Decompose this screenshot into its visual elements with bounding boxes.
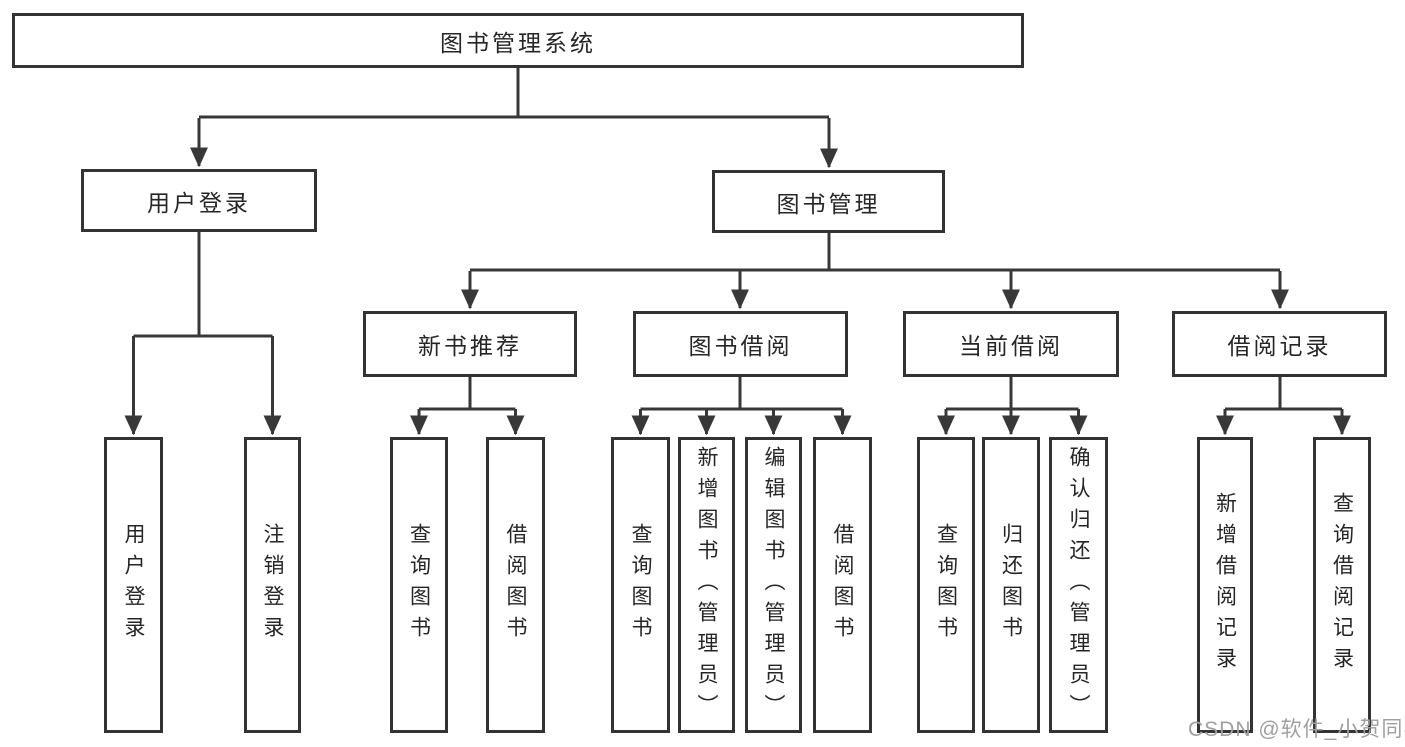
node-root-library-management-system: 图书管理系统 bbox=[12, 13, 1024, 68]
leaf-nbr-borrow-books-label: 借阅图书 bbox=[504, 523, 527, 647]
node-user-login-label: 用户登录 bbox=[147, 189, 251, 216]
node-current-borrowing: 当前借阅 bbox=[903, 311, 1119, 377]
node-book-borrowing: 图书借阅 bbox=[633, 311, 848, 377]
leaf-cb-query-books-label: 查询图书 bbox=[934, 523, 958, 647]
node-borrowing-records-label: 借阅记录 bbox=[1227, 333, 1332, 359]
leaf-bb-add-book-admin-label: 新增图书（管理员） bbox=[695, 445, 718, 725]
leaf-cb-confirm-return-admin-label: 确认归还（管理员） bbox=[1067, 445, 1090, 725]
leaf-br-add-borrow-record: 新增借阅记录 bbox=[1197, 437, 1253, 733]
leaf-user-login-label: 用户登录 bbox=[122, 523, 145, 647]
leaf-nbr-borrow-books: 借阅图书 bbox=[486, 437, 545, 733]
leaf-br-add-borrow-record-label: 新增借阅记录 bbox=[1213, 492, 1237, 678]
leaf-bb-add-book-admin: 新增图书（管理员） bbox=[678, 437, 735, 733]
node-root-label: 图书管理系统 bbox=[440, 29, 596, 56]
leaf-cb-return-books-label: 归还图书 bbox=[999, 523, 1023, 647]
leaf-bb-borrow-books-label: 借阅图书 bbox=[831, 523, 854, 647]
leaf-logout-label: 注销登录 bbox=[261, 523, 284, 647]
leaf-cb-query-books: 查询图书 bbox=[917, 437, 975, 733]
csdn-watermark: CSDN @软件_小贺同学 bbox=[1188, 718, 1405, 741]
leaf-bb-query-books-label: 查询图书 bbox=[629, 523, 652, 647]
node-new-book-recommend-label: 新书推荐 bbox=[418, 333, 522, 359]
node-book-management: 图书管理 bbox=[712, 170, 945, 233]
leaf-br-query-borrow-record-label: 查询借阅记录 bbox=[1330, 492, 1354, 678]
leaf-cb-confirm-return-admin: 确认归还（管理员） bbox=[1049, 437, 1108, 733]
leaf-nbr-query-books: 查询图书 bbox=[390, 437, 448, 733]
leaf-bb-edit-book-admin: 编辑图书（管理员） bbox=[745, 437, 802, 733]
leaf-bb-borrow-books: 借阅图书 bbox=[813, 437, 872, 733]
leaf-br-query-borrow-record: 查询借阅记录 bbox=[1313, 437, 1371, 733]
leaf-bb-edit-book-admin-label: 编辑图书（管理员） bbox=[762, 445, 785, 725]
node-borrowing-records: 借阅记录 bbox=[1172, 311, 1387, 377]
leaf-bb-query-books: 查询图书 bbox=[611, 437, 670, 733]
tree-branch-lines bbox=[133, 68, 1342, 411]
leaf-logout: 注销登录 bbox=[244, 437, 301, 733]
leaf-cb-return-books: 归还图书 bbox=[982, 437, 1040, 733]
leaf-user-login: 用户登录 bbox=[104, 437, 163, 733]
leaf-nbr-query-books-label: 查询图书 bbox=[407, 523, 431, 647]
node-new-book-recommend: 新书推荐 bbox=[363, 311, 577, 377]
node-current-borrowing-label: 当前借阅 bbox=[959, 333, 1063, 359]
node-book-management-label: 图书管理 bbox=[776, 190, 881, 217]
node-book-borrowing-label: 图书借阅 bbox=[688, 333, 793, 359]
node-user-login: 用户登录 bbox=[81, 169, 317, 232]
